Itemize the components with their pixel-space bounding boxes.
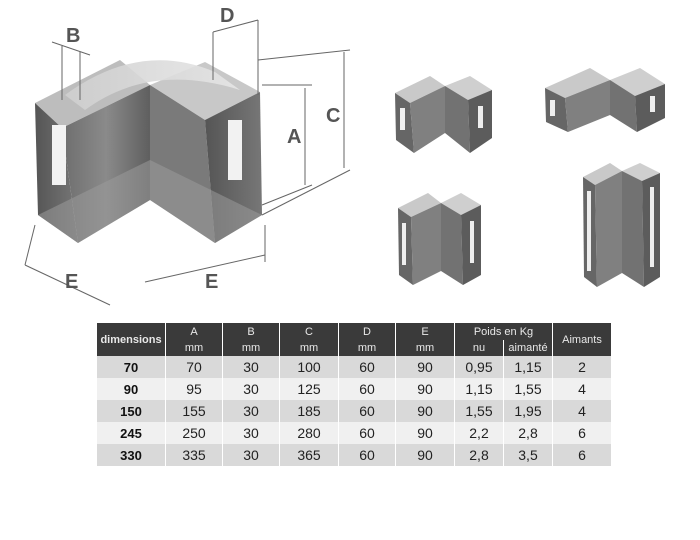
header-weight-magnetized: aimanté [503, 340, 553, 356]
dimension-lines [24, 19, 351, 306]
cell: 90 [395, 356, 455, 378]
cell: 4 [552, 378, 612, 400]
main-corner-figure: B D A C E E [24, 5, 351, 306]
cell: 2,2 [454, 422, 504, 444]
cell: 3,5 [503, 444, 553, 466]
cell: 30 [222, 422, 280, 444]
table-row: 70 70 30 100 60 90 0,95 1,15 2 [97, 356, 612, 378]
dimension-label-E-left: E [65, 271, 78, 293]
cell: 90 [395, 378, 455, 400]
cell: 1,95 [503, 400, 553, 422]
cell: 90 [395, 400, 455, 422]
cell: 4 [552, 400, 612, 422]
row-label: 245 [97, 422, 166, 444]
cell: 60 [338, 422, 396, 444]
header-C: C [279, 323, 339, 340]
cell: 70 [165, 356, 223, 378]
header-E: E [395, 323, 455, 340]
unit-E: mm [395, 340, 455, 356]
dimension-label-E-right: E [205, 271, 218, 293]
row-label: 150 [97, 400, 166, 422]
cell: 1,55 [503, 378, 553, 400]
unit-B: mm [222, 340, 280, 356]
cell: 1,15 [454, 378, 504, 400]
header-B: B [222, 323, 280, 340]
cell: 90 [395, 444, 455, 466]
cell: 280 [279, 422, 339, 444]
cell: 30 [222, 400, 280, 422]
cell: 95 [165, 378, 223, 400]
corner-body [35, 60, 262, 243]
unit-A: mm [165, 340, 223, 356]
cell: 365 [279, 444, 339, 466]
cell: 1,15 [503, 356, 553, 378]
thumb-corner-150 [398, 193, 481, 285]
cell: 2,8 [454, 444, 504, 466]
table-row: 150 155 30 185 60 90 1,55 1,95 4 [97, 400, 612, 422]
cell: 0,95 [454, 356, 504, 378]
dimensions-table: dimensions A B C D E Poids en Kg Aimants… [97, 323, 612, 466]
thumb-corner-70 [395, 76, 492, 153]
cell: 60 [338, 400, 396, 422]
dimension-label-A: A [287, 126, 301, 148]
cell: 335 [165, 444, 223, 466]
cell: 30 [222, 444, 280, 466]
cell: 60 [338, 444, 396, 466]
cell: 2 [552, 356, 612, 378]
row-label: 330 [97, 444, 166, 466]
cell: 2,8 [503, 422, 553, 444]
cell: 60 [338, 378, 396, 400]
table-row: 245 250 30 280 60 90 2,2 2,8 6 [97, 422, 612, 444]
cell: 125 [279, 378, 339, 400]
cell: 60 [338, 356, 396, 378]
unit-D: mm [338, 340, 396, 356]
cell: 6 [552, 444, 612, 466]
cell: 100 [279, 356, 339, 378]
dimension-label-B: B [66, 25, 80, 47]
header-weight: Poids en Kg [454, 323, 553, 340]
thumb-corner-90 [545, 68, 665, 132]
header-D: D [338, 323, 396, 340]
dimension-label-D: D [220, 5, 234, 27]
cell: 185 [279, 400, 339, 422]
table-row: 330 335 30 365 60 90 2,8 3,5 6 [97, 444, 612, 466]
header-aimants: Aimants [552, 323, 612, 356]
header-weight-bare: nu [454, 340, 504, 356]
table-row: 90 95 30 125 60 90 1,15 1,55 4 [97, 378, 612, 400]
row-label: 90 [97, 378, 166, 400]
thumb-corner-330 [583, 163, 660, 287]
header-A: A [165, 323, 223, 340]
unit-C: mm [279, 340, 339, 356]
cell: 30 [222, 378, 280, 400]
cell: 155 [165, 400, 223, 422]
cell: 90 [395, 422, 455, 444]
cell: 1,55 [454, 400, 504, 422]
dimension-label-C: C [326, 105, 340, 127]
cell: 6 [552, 422, 612, 444]
header-dimensions: dimensions [97, 323, 166, 356]
row-label: 70 [97, 356, 166, 378]
cell: 30 [222, 356, 280, 378]
cell: 250 [165, 422, 223, 444]
